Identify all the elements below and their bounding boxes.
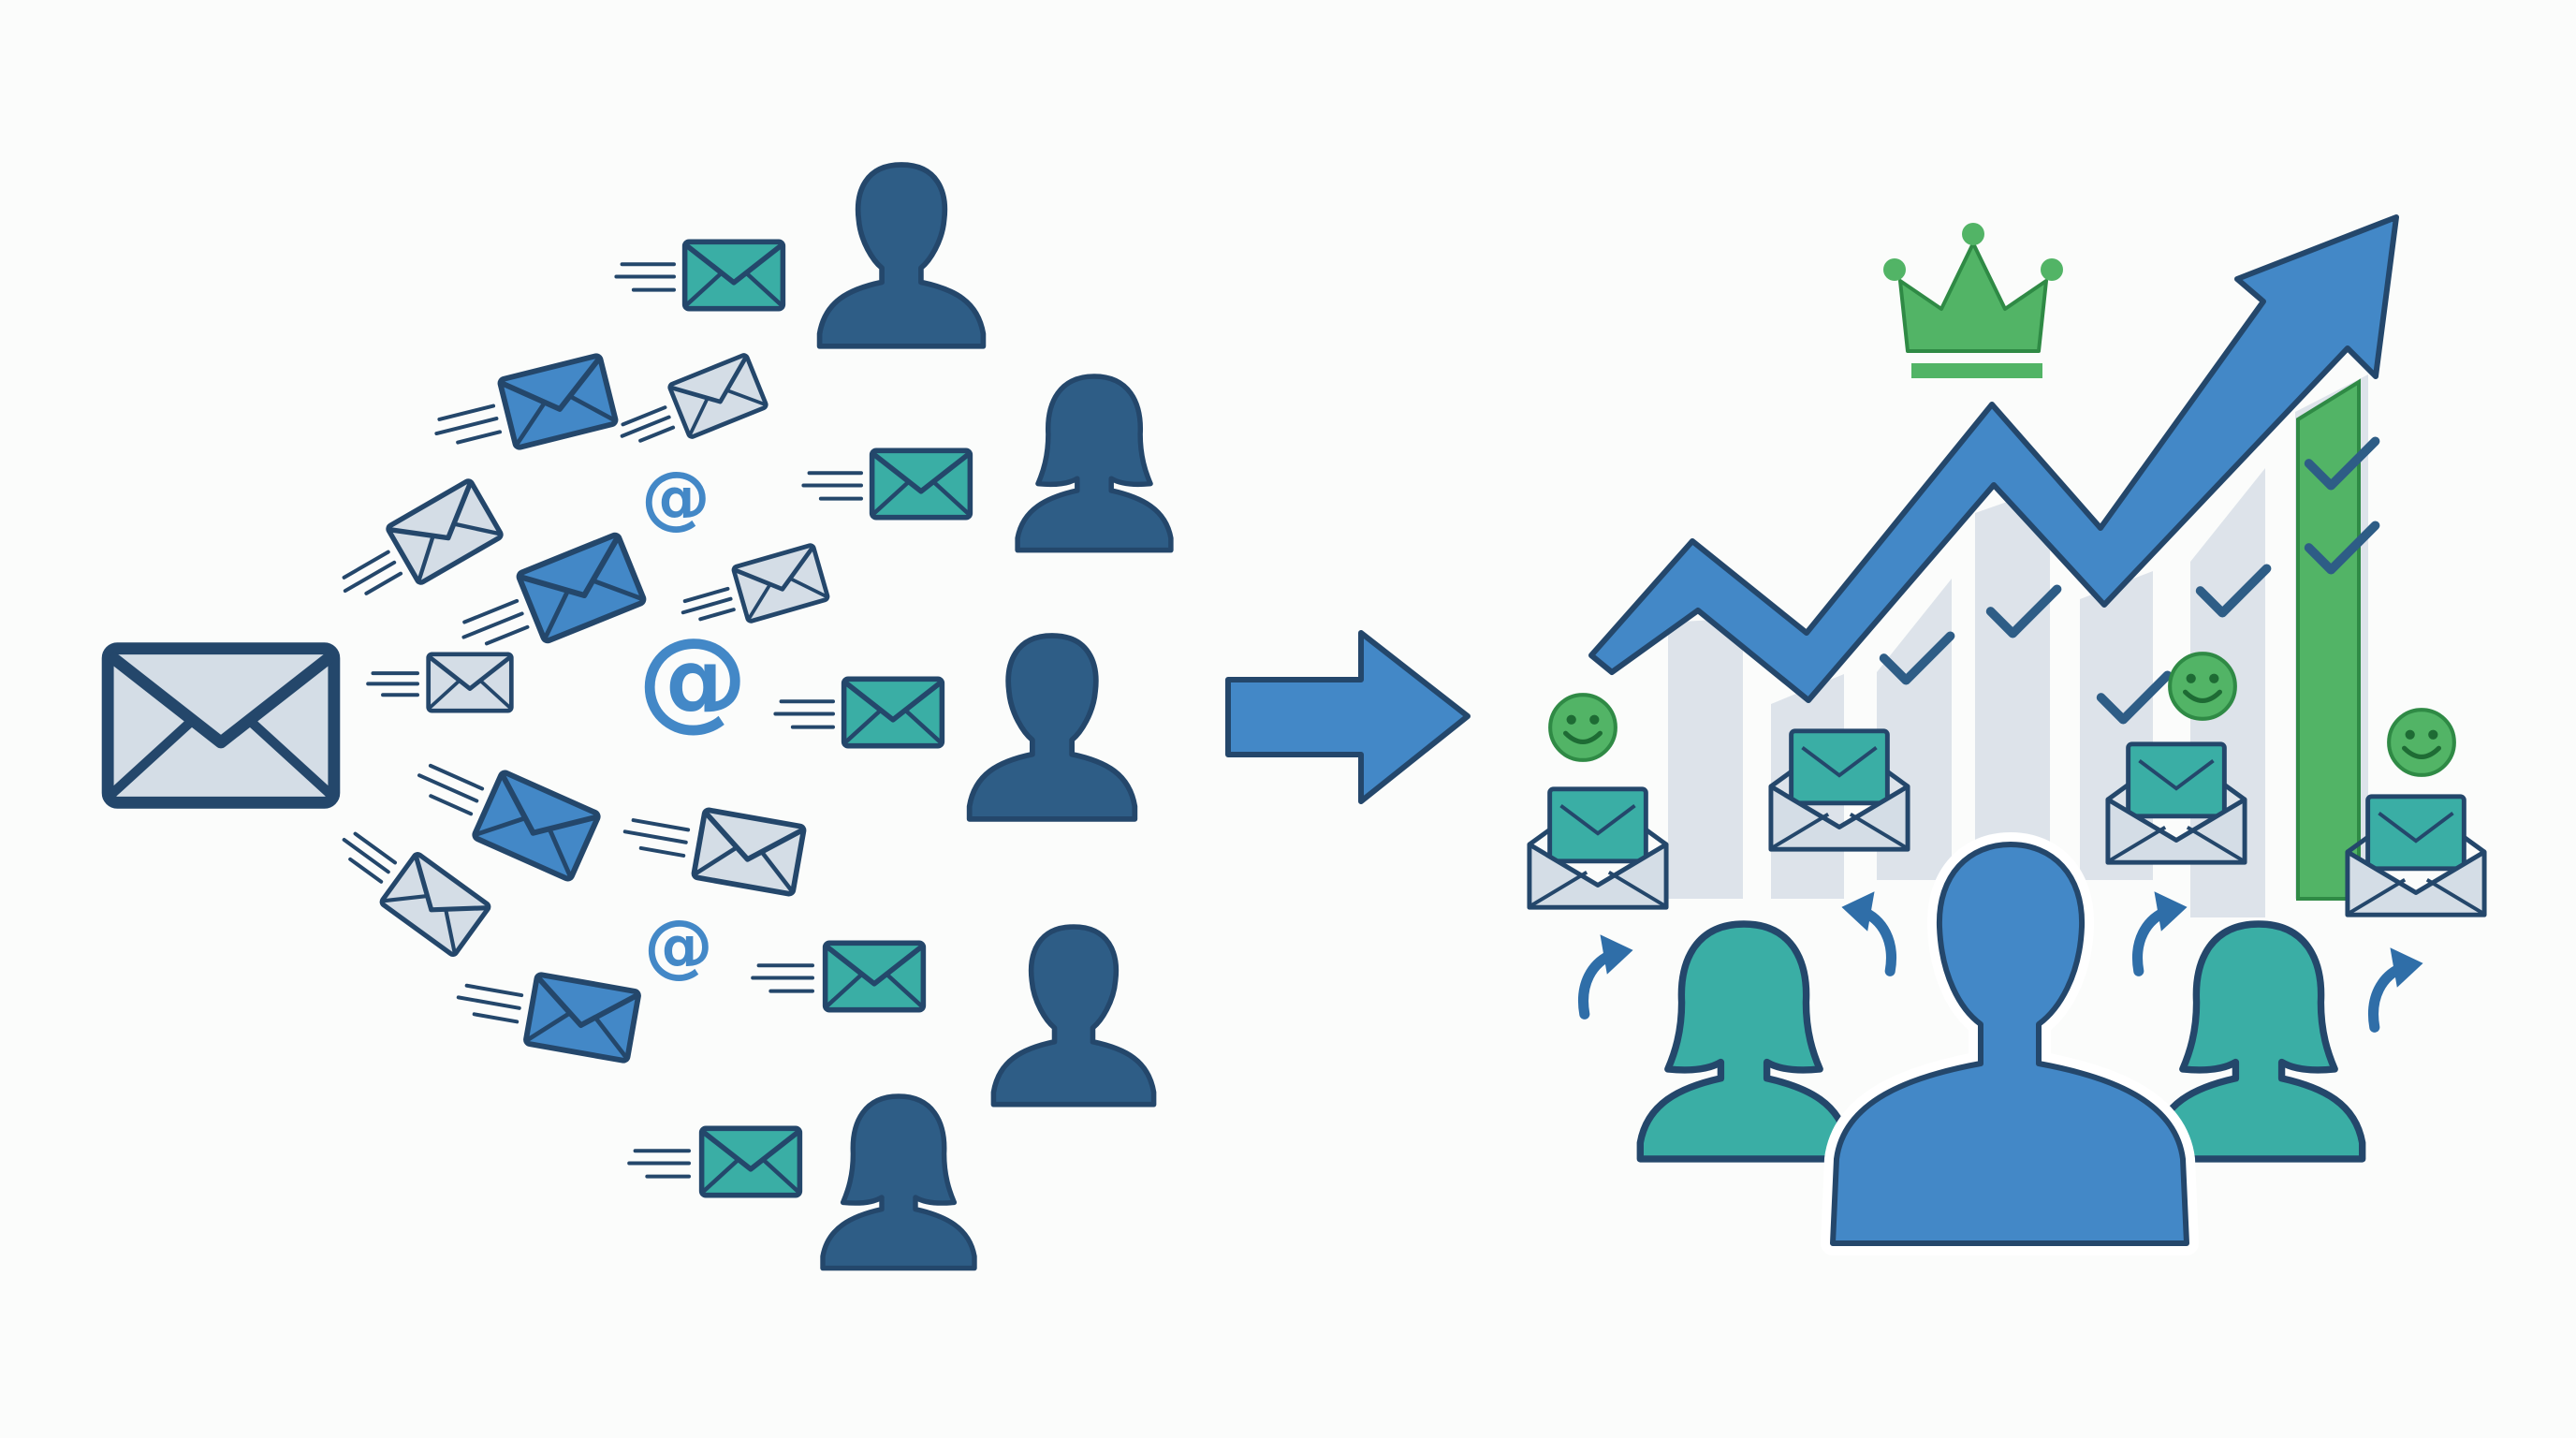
speed-line xyxy=(681,596,733,615)
speed-line xyxy=(364,571,403,595)
curved-arrow-icon xyxy=(1584,934,1633,1014)
flying-envelope xyxy=(751,943,924,1009)
open-envelope-icon xyxy=(1771,731,1908,849)
speed-line xyxy=(464,983,524,998)
flying-envelope xyxy=(434,355,617,465)
person-female-icon xyxy=(1640,924,1847,1159)
speed-line xyxy=(472,1012,520,1024)
envelope-icon xyxy=(669,354,768,437)
speed-line xyxy=(484,624,530,646)
speed-line xyxy=(621,405,667,427)
flying-envelope xyxy=(681,545,828,638)
speed-line xyxy=(428,763,485,791)
envelope-icon xyxy=(702,1128,800,1195)
open-envelope-icon xyxy=(2108,744,2245,862)
speed-line xyxy=(434,417,499,436)
person-male-icon xyxy=(1821,832,2199,1255)
speed-line xyxy=(456,995,521,1010)
flying-envelope xyxy=(417,763,599,880)
speed-line xyxy=(348,857,384,884)
curved-arrow-icon xyxy=(2138,891,2188,971)
speed-line xyxy=(462,598,520,624)
smiley-icon xyxy=(1550,695,1616,760)
envelope-icon xyxy=(381,853,490,956)
flying-envelope xyxy=(342,479,503,595)
speed-line xyxy=(638,425,676,443)
person-male-icon xyxy=(820,165,984,346)
at-symbol-icon: @ xyxy=(644,905,713,986)
flying-envelope xyxy=(461,534,645,646)
curved-arrow-icon xyxy=(2374,947,2423,1027)
person-male-icon xyxy=(993,927,1153,1105)
speed-line xyxy=(461,611,524,639)
envelope-icon xyxy=(872,450,971,517)
speed-line xyxy=(622,829,688,844)
speed-line xyxy=(353,831,397,865)
smiley-icon xyxy=(2170,653,2235,719)
speed-line xyxy=(342,550,390,580)
speed-line xyxy=(638,845,686,858)
source-envelope xyxy=(108,649,334,803)
envelope-icon xyxy=(108,649,334,803)
trend-up-arrow-icon xyxy=(1588,214,2399,703)
envelope-icon xyxy=(525,975,638,1062)
at-symbol-icon: @ xyxy=(637,613,748,742)
smiley-icon xyxy=(2389,710,2454,775)
right-arrow-icon xyxy=(1225,630,1471,804)
person-group-icon xyxy=(1640,832,2362,1255)
envelope-icon xyxy=(694,810,804,895)
flying-envelope xyxy=(620,354,768,443)
flying-envelope xyxy=(622,797,805,895)
flying-envelope xyxy=(627,1128,800,1195)
envelope-icon xyxy=(429,654,512,711)
speed-line xyxy=(437,404,496,421)
flying-envelope xyxy=(801,450,971,517)
person-female-icon xyxy=(1017,376,1171,550)
flying-envelope xyxy=(773,679,943,745)
envelope-icon xyxy=(500,355,617,448)
envelope-icon xyxy=(826,943,924,1009)
speed-line xyxy=(620,415,671,438)
flying-envelope xyxy=(342,831,490,956)
at-symbol-icon: @ xyxy=(641,457,710,537)
person-female-icon xyxy=(823,1096,974,1269)
envelope-icon xyxy=(844,679,943,745)
speed-line xyxy=(342,838,390,874)
flying-envelopes xyxy=(342,242,971,1195)
envelope-icon xyxy=(685,242,783,308)
flying-envelope xyxy=(614,242,783,308)
envelope-icon xyxy=(518,534,645,641)
speed-line xyxy=(343,560,397,594)
at-symbols: @ @ @ xyxy=(637,457,748,986)
speed-line xyxy=(631,818,691,832)
speed-line xyxy=(698,608,736,622)
crown-icon xyxy=(1883,223,2063,378)
speed-line xyxy=(429,794,474,816)
person-male-icon xyxy=(970,636,1135,819)
open-envelope-icon xyxy=(1530,789,1666,907)
curved-arrow-icon xyxy=(1841,891,1891,971)
envelope-icon xyxy=(387,479,502,583)
speed-line xyxy=(682,586,730,604)
speed-line xyxy=(417,773,479,803)
flying-envelope xyxy=(456,961,639,1062)
open-envelope-icon xyxy=(2348,797,2484,915)
person-female-icon xyxy=(2155,924,2362,1159)
flying-envelope xyxy=(366,654,512,711)
speed-line xyxy=(456,430,502,445)
envelope-icon xyxy=(733,545,828,622)
envelope-icon xyxy=(474,771,599,880)
